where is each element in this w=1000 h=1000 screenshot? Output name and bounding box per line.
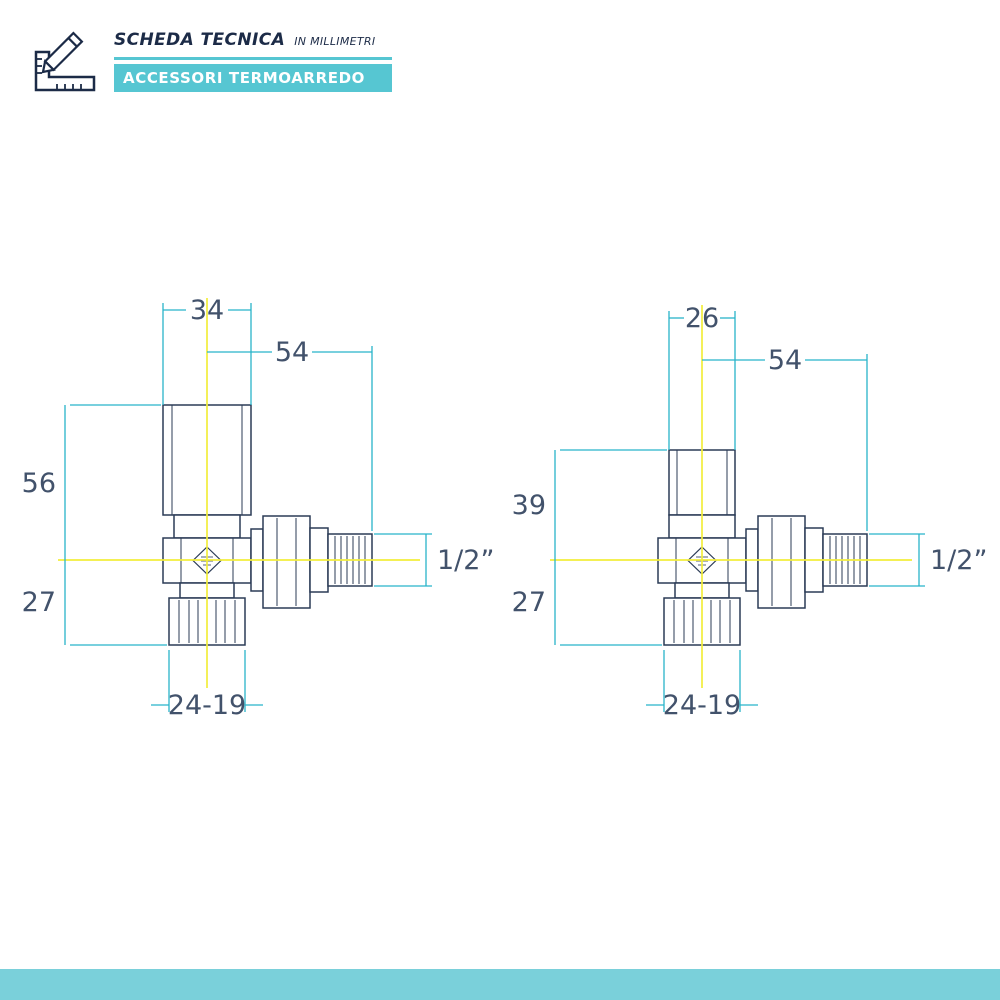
right-dim-thread-size: 1/2” <box>930 545 987 576</box>
left-dim-side-width: 54 <box>275 337 309 368</box>
left-dim-thread-size: 1/2” <box>437 545 494 576</box>
valve-right: 26 54 39 27 24-19 1/2” <box>512 303 988 721</box>
right-dim-upper-height: 39 <box>512 490 546 521</box>
right-dim-lower-height: 27 <box>512 587 546 618</box>
category-badge: ACCESSORI TERMOARREDO <box>114 64 392 92</box>
valve-left-centerlines <box>58 298 420 688</box>
ruler-ticks <box>36 58 82 90</box>
left-dim-top-width: 34 <box>190 295 224 326</box>
left-dim-upper-height: 56 <box>22 468 56 499</box>
valve-left-body <box>162 514 373 646</box>
page-subtitle: IN MILLIMETRI <box>294 35 376 48</box>
page-title: SCHEDA TECNICA <box>114 30 286 50</box>
left-dim-lower-height: 27 <box>22 587 56 618</box>
valve-right-body <box>657 514 868 646</box>
title-block: SCHEDA TECNICA IN MILLIMETRI ACCESSORI T… <box>114 22 392 92</box>
footer-accent-bar <box>0 969 1000 1000</box>
valve-right-centerlines <box>550 305 912 688</box>
title-underline <box>114 57 392 60</box>
right-dim-top-width: 26 <box>685 303 719 334</box>
valve-left-dimensions: 34 54 56 27 24-19 1/2” <box>22 295 495 721</box>
right-dim-bottom-width: 24-19 <box>663 690 741 721</box>
pencil-shape <box>41 31 84 74</box>
valve-right-dimensions: 26 54 39 27 24-19 1/2” <box>512 303 988 721</box>
header: SCHEDA TECNICA IN MILLIMETRI ACCESSORI T… <box>30 22 392 98</box>
left-dim-bottom-width: 24-19 <box>168 690 246 721</box>
pencil-ruler-icon <box>34 31 96 92</box>
valve-left: 34 54 56 27 24-19 1/2” <box>22 295 495 721</box>
right-dim-side-width: 54 <box>768 345 802 376</box>
square-ruler-shape <box>34 50 96 92</box>
